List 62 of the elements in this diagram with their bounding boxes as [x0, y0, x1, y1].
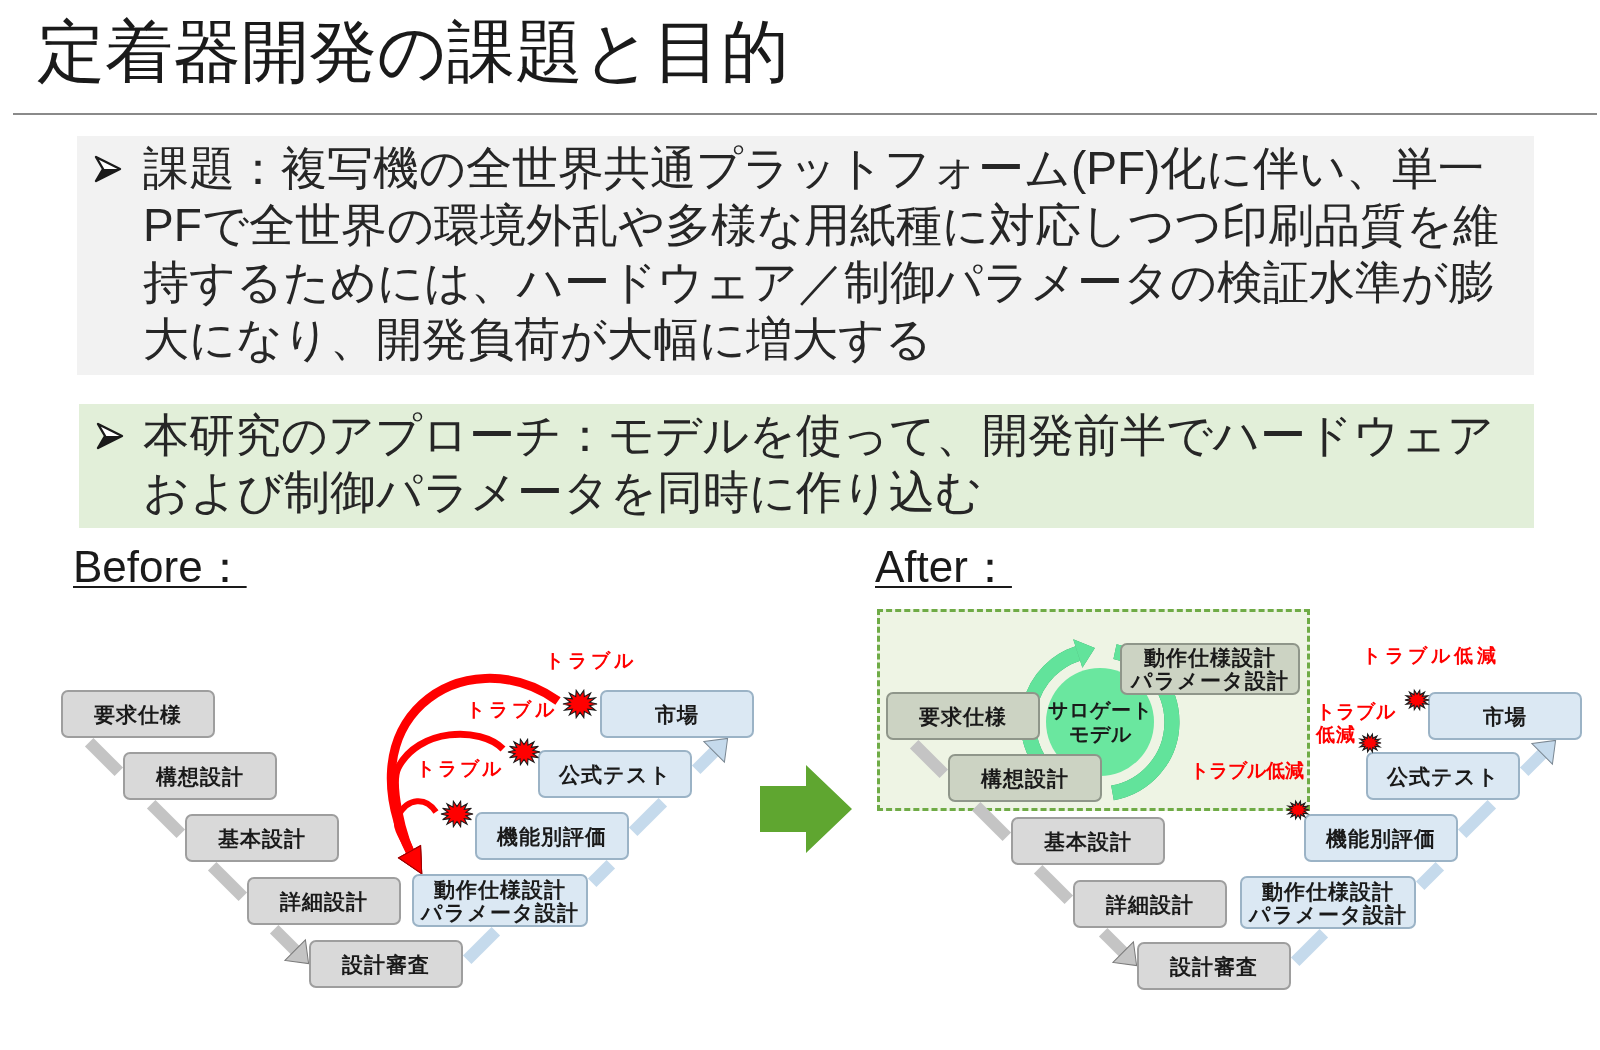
process-box: 市場: [1428, 692, 1582, 740]
step-label: 動作仕様設計: [1262, 879, 1394, 903]
process-box: 設計審査: [1137, 942, 1291, 990]
arrow: [1098, 927, 1138, 967]
process-box: 公式テスト: [1366, 752, 1520, 800]
dashed-frame: [877, 609, 1310, 811]
arrow: [269, 924, 310, 965]
connector: [1415, 861, 1445, 891]
callout-text: トラブル低減: [1190, 760, 1304, 782]
arrow: [393, 798, 439, 875]
burst-icon: [562, 689, 598, 719]
connector: [1033, 864, 1074, 905]
burst-icon: [507, 738, 541, 766]
connector: [207, 861, 248, 902]
step-label: 動作仕様設計: [1144, 646, 1276, 669]
process-box: 詳細設計: [247, 877, 401, 925]
process-box: 機能別評価: [1304, 814, 1458, 862]
step-label: パラメータ設計: [1249, 902, 1407, 926]
section-heading: After：: [875, 541, 1012, 593]
body-text: 本研究のアプローチ：モデルを使って、開発前半でハードウェアおよび制御パラメータを同時に作り込む: [143, 408, 1495, 520]
connector: [146, 799, 186, 839]
step-label: パラメータ設計: [421, 900, 579, 924]
connector: [1290, 928, 1329, 967]
step-label: パラメータ設計: [1131, 669, 1289, 692]
process-box: [1120, 643, 1300, 695]
process-box: 設計審査: [309, 940, 463, 988]
title: 定着器開発の課題と目的: [37, 12, 789, 91]
process-box: 市場: [600, 690, 754, 738]
process-box: 基本設計: [185, 814, 339, 862]
connector: [462, 926, 501, 965]
connector: [587, 859, 616, 888]
process-box: 基本設計: [1011, 817, 1165, 865]
connector: [628, 797, 668, 837]
section-heading: Before：: [73, 541, 247, 593]
arrow: [691, 737, 729, 775]
process-box: [412, 874, 588, 927]
process-box: 要求仕様: [61, 690, 215, 738]
process-box: 構想設計: [948, 754, 1102, 802]
callout-text: トラブル低減: [1362, 645, 1500, 667]
process-box: 要求仕様: [886, 692, 1040, 740]
connector: [84, 737, 124, 777]
connector: [909, 739, 949, 779]
process-box: 機能別評価: [475, 812, 629, 860]
callout-text: トラブル: [416, 758, 504, 780]
process-box: 公式テスト: [538, 750, 692, 798]
step-label: 動作仕様設計: [434, 877, 566, 901]
process-box: 詳細設計: [1073, 880, 1227, 928]
circle-label: サロゲートモデル: [1046, 698, 1154, 746]
process-box: [1240, 876, 1416, 929]
connector: [971, 801, 1012, 842]
connector: [1457, 799, 1497, 839]
callout-text: トラブル: [545, 650, 637, 672]
burst-icon: [440, 800, 474, 828]
body-text: 課題：複写機の全世界共通プラットフォーム(PF)化に伴い、単一PFで全世界の環境外乱や多様な用紙種に対応しつつ印刷品質を維持するためには、ハードウェア／制御パラメータの検証水準が膨大になり、開発負荷が大幅に増大する: [143, 141, 1500, 367]
process-box: 構想設計: [123, 752, 277, 800]
callout-text: トラブル: [466, 699, 558, 721]
burst-icon: [1358, 733, 1382, 753]
burst-icon: [1286, 800, 1310, 820]
arrow: [1519, 739, 1557, 777]
note-panel: [79, 404, 1534, 528]
burst-icon: [1404, 689, 1430, 711]
callout-text: トラブル低減: [1316, 700, 1397, 746]
